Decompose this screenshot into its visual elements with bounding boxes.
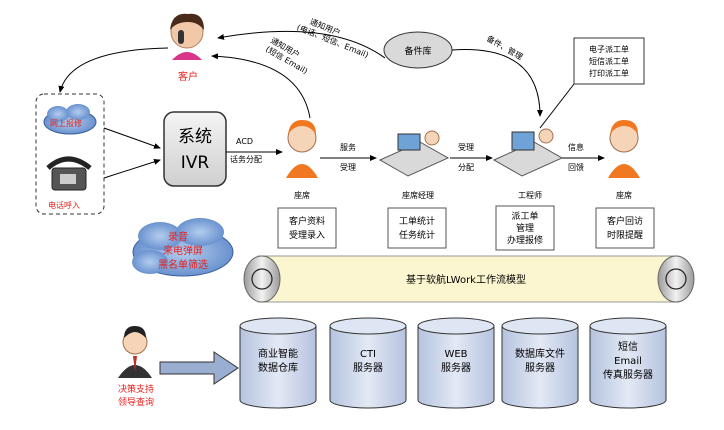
svg-text:任务统计: 任务统计 xyxy=(399,229,435,241)
role-title-3: 工程师 xyxy=(518,190,542,200)
flow-label-3a: 信息 xyxy=(568,142,584,152)
flow-label-3b: 回馈 xyxy=(568,162,584,172)
flow-label-1a: 服务 xyxy=(340,142,356,152)
engineer-desk-icon xyxy=(492,128,564,177)
acd-sublabel: 话务分配 xyxy=(230,154,262,164)
ivr-box xyxy=(163,111,227,187)
database-label: 服务器 xyxy=(525,361,555,374)
leader-figure xyxy=(118,326,152,378)
workflow-band xyxy=(257,255,679,303)
phone-channel-label: 电话呼入 xyxy=(48,200,80,210)
database-label: WEB xyxy=(444,349,467,360)
role-title-2: 座席经理 xyxy=(402,190,434,200)
database-label: 服务器 xyxy=(441,361,471,374)
role-desc-box-4: 客户回访 时限提醒 xyxy=(595,207,655,249)
channels-box xyxy=(35,93,105,215)
manager-desk-icon xyxy=(378,130,450,177)
svg-text:工单统计: 工单统计 xyxy=(399,215,435,227)
svg-text:办理报修: 办理报修 xyxy=(507,234,543,246)
decision-line-1: 决策支持 xyxy=(118,383,154,395)
svg-text:管理: 管理 xyxy=(516,222,534,234)
telephone-icon xyxy=(46,156,92,191)
role-desc-box-3: 派工单 管理 办理报修 xyxy=(495,205,555,251)
parts-to-engineer-arrow xyxy=(451,49,543,117)
role-desc-box-1: 客户资料 受理录入 xyxy=(277,207,337,249)
web-to-ivr-arrow xyxy=(103,127,161,149)
dispatch-line-1: 电子派工单 xyxy=(589,44,629,54)
agent-figure-1 xyxy=(286,120,318,178)
database-label: 数据仓库 xyxy=(258,361,298,374)
notify-email-label: 通知用户 (短信 Email) xyxy=(264,35,310,76)
svg-text:受理录入: 受理录入 xyxy=(289,229,325,241)
dispatch-connector xyxy=(539,83,575,129)
ivr-subtitle: IVR xyxy=(181,153,210,173)
database-label: 短信 xyxy=(618,340,638,353)
flow-label-1b: 受理 xyxy=(340,162,356,172)
svg-text:派工单: 派工单 xyxy=(511,210,538,222)
acd-label: ACD xyxy=(236,137,253,146)
workflow-roller-left xyxy=(243,255,281,303)
workflow-label: 基于软航LWork工作流模型 xyxy=(406,273,526,286)
roller-left-rotate-icon xyxy=(251,268,273,290)
database-label: 商业智能 xyxy=(258,347,298,360)
workflow-roller-right xyxy=(657,255,695,303)
svg-text:客户资料: 客户资料 xyxy=(289,215,325,227)
svg-text:客户回访: 客户回访 xyxy=(607,215,643,227)
notify-email-arrow xyxy=(211,53,311,119)
web-channel-label: 网上报修 xyxy=(50,118,82,128)
cloud-line-3: 黑名单筛选 xyxy=(158,258,208,271)
feature-cloud xyxy=(132,218,234,277)
roller-right-rotate-icon xyxy=(665,268,687,290)
svg-text:备件、管理: 备件、管理 xyxy=(485,33,525,62)
agent-figure-2 xyxy=(608,120,640,178)
cloud-line-1: 录音 xyxy=(168,230,188,243)
phone-to-ivr-arrow xyxy=(103,158,161,179)
notify-phone-arrow xyxy=(217,30,386,59)
customer-figure xyxy=(170,13,204,60)
web-cloud-icon xyxy=(43,104,97,135)
database-label: 服务器 xyxy=(353,361,383,374)
parts-edge-label: 备件、管理 xyxy=(485,33,525,62)
database-label: CTI xyxy=(360,349,376,360)
flow-label-2a: 受理 xyxy=(458,142,474,152)
role-title-1: 座席 xyxy=(294,190,310,200)
ivr-title: 系统 xyxy=(178,127,212,147)
dispatch-line-2: 短信派工单 xyxy=(589,56,629,66)
database-label: 数据库文件 xyxy=(515,347,565,360)
flow-label-2b: 分配 xyxy=(458,163,474,172)
parts-library-label: 备件库 xyxy=(404,45,431,57)
role-desc-box-2: 工单统计 任务统计 xyxy=(387,207,447,249)
svg-text:时限提醒: 时限提醒 xyxy=(607,229,643,241)
decision-line-2: 领导查询 xyxy=(118,396,154,408)
decision-to-db-arrow xyxy=(159,351,239,385)
customer-label: 客户 xyxy=(178,70,198,83)
cloud-line-2: 来电弹屏 xyxy=(163,244,203,257)
dispatch-box xyxy=(573,37,645,85)
database-label: 传真服务器 xyxy=(603,368,653,381)
dispatch-line-3: 打印派工单 xyxy=(589,68,629,78)
role-title-4: 座席 xyxy=(616,190,632,200)
customer-to-web-arrow xyxy=(58,47,169,93)
database-label: Email xyxy=(614,356,642,367)
